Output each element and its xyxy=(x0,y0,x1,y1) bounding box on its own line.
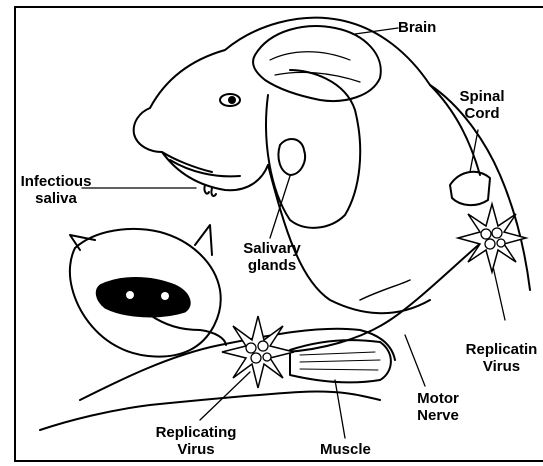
dog-head-outline xyxy=(150,18,480,175)
label-replicating-virus-left: Replicating Virus xyxy=(146,424,246,458)
label-salivary-glands: Salivary glands xyxy=(232,240,312,274)
label-spinal-cord: Spinal Cord xyxy=(452,88,512,122)
label-motor-nerve: Motor Nerve xyxy=(408,390,468,424)
leader-virus-right xyxy=(492,262,505,320)
motor-nerve-line xyxy=(285,235,490,352)
label-muscle: Muscle xyxy=(320,441,371,458)
label-replicating-left-line2: Virus xyxy=(146,441,246,458)
dog-jaw xyxy=(162,152,268,190)
leader-muscle xyxy=(335,380,345,438)
label-infectious-saliva: Infectious saliva xyxy=(16,173,96,207)
label-replicating-right-line1: Replicatin xyxy=(460,341,543,358)
label-infectious-line2: saliva xyxy=(16,190,96,207)
label-replicating-right-line2: Virus xyxy=(460,358,543,375)
raccoon-muzzle xyxy=(150,315,226,345)
label-replicating-virus-right: Replicatin Virus xyxy=(460,341,543,375)
label-salivary-line2: glands xyxy=(232,257,312,274)
salivary-gland-shape xyxy=(278,139,305,175)
label-motor-line1: Motor xyxy=(408,390,468,407)
label-spinal-cord-line2: Cord xyxy=(452,105,512,122)
label-spinal-cord-line1: Spinal xyxy=(452,88,512,105)
virus-burst-right xyxy=(458,204,526,272)
leader-motor xyxy=(405,335,425,386)
dog-ear xyxy=(266,70,360,228)
label-brain: Brain xyxy=(398,19,436,36)
label-motor-line2: Nerve xyxy=(408,407,468,424)
brain-shape xyxy=(253,26,381,101)
spinal-cord-shape xyxy=(450,172,490,205)
virus-burst-left xyxy=(222,316,294,388)
label-salivary-line1: Salivary xyxy=(232,240,312,257)
label-infectious-line1: Infectious xyxy=(16,173,96,190)
raccoon-mask xyxy=(96,278,190,317)
label-replicating-left-line1: Replicating xyxy=(146,424,246,441)
